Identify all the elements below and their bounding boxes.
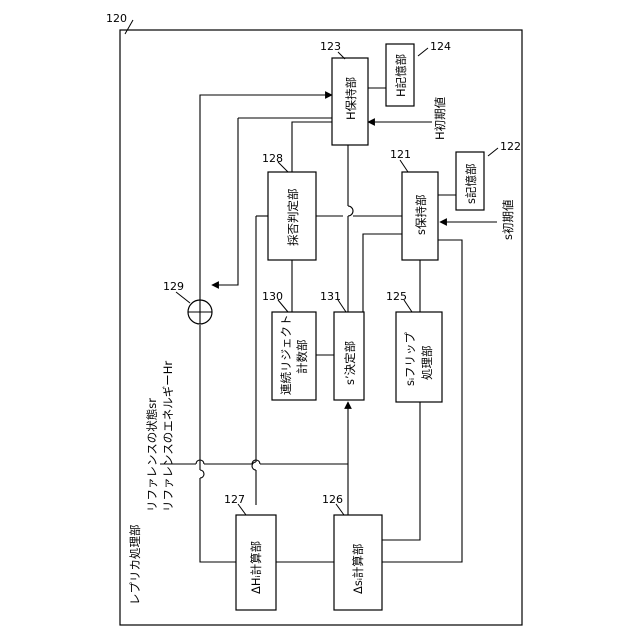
delta-s-calc-label: Δsᵢ計算部 [351, 544, 365, 594]
h-hold-number: 123 [320, 40, 341, 53]
h-hold-label: H保持部 [344, 77, 358, 120]
flip-label-line2: 処理部 [420, 346, 434, 381]
flip-label-line1: sᵢフリップ [403, 331, 417, 386]
accept-judge-label: 採否判定部 [286, 189, 300, 247]
h-memory-number: 124 [430, 40, 451, 53]
accept-judge-number: 128 [262, 152, 283, 165]
outer-label: レプリカ処理部 [128, 525, 142, 606]
h-initial-label: H初期値 [433, 96, 447, 140]
adder-number: 129 [163, 280, 184, 293]
h-memory-label: H記憶部 [394, 54, 408, 97]
ref-state-label: リファレンスの状態sr [145, 398, 159, 512]
delta-s-calc-number: 126 [322, 493, 343, 506]
reject-count-label-line2: 計数部 [295, 340, 309, 375]
delta-h-calc-label: ΔHᵢ計算部 [249, 541, 263, 594]
s-prime-decide-number: 131 [320, 290, 341, 303]
adder [188, 300, 212, 324]
reject-count-label-line1: 連続リジェクト [279, 315, 293, 396]
s-memory-number: 122 [500, 140, 521, 153]
delta-h-calc-number: 127 [224, 493, 245, 506]
s-hold-number: 121 [390, 148, 411, 161]
s-initial-label: s初期値 [501, 199, 515, 240]
flip-number: 125 [386, 290, 407, 303]
adder-number-leader [176, 292, 190, 303]
reject-count-number: 130 [262, 290, 283, 303]
s-memory-label: s記憶部 [464, 164, 478, 205]
s-prime-decide-label: s’決定部 [343, 341, 357, 385]
ref-energy-label: リファレンスのエネルギーHr [161, 361, 175, 512]
outer-number: 120 [106, 12, 127, 25]
s-hold-label: s保持部 [414, 195, 428, 236]
